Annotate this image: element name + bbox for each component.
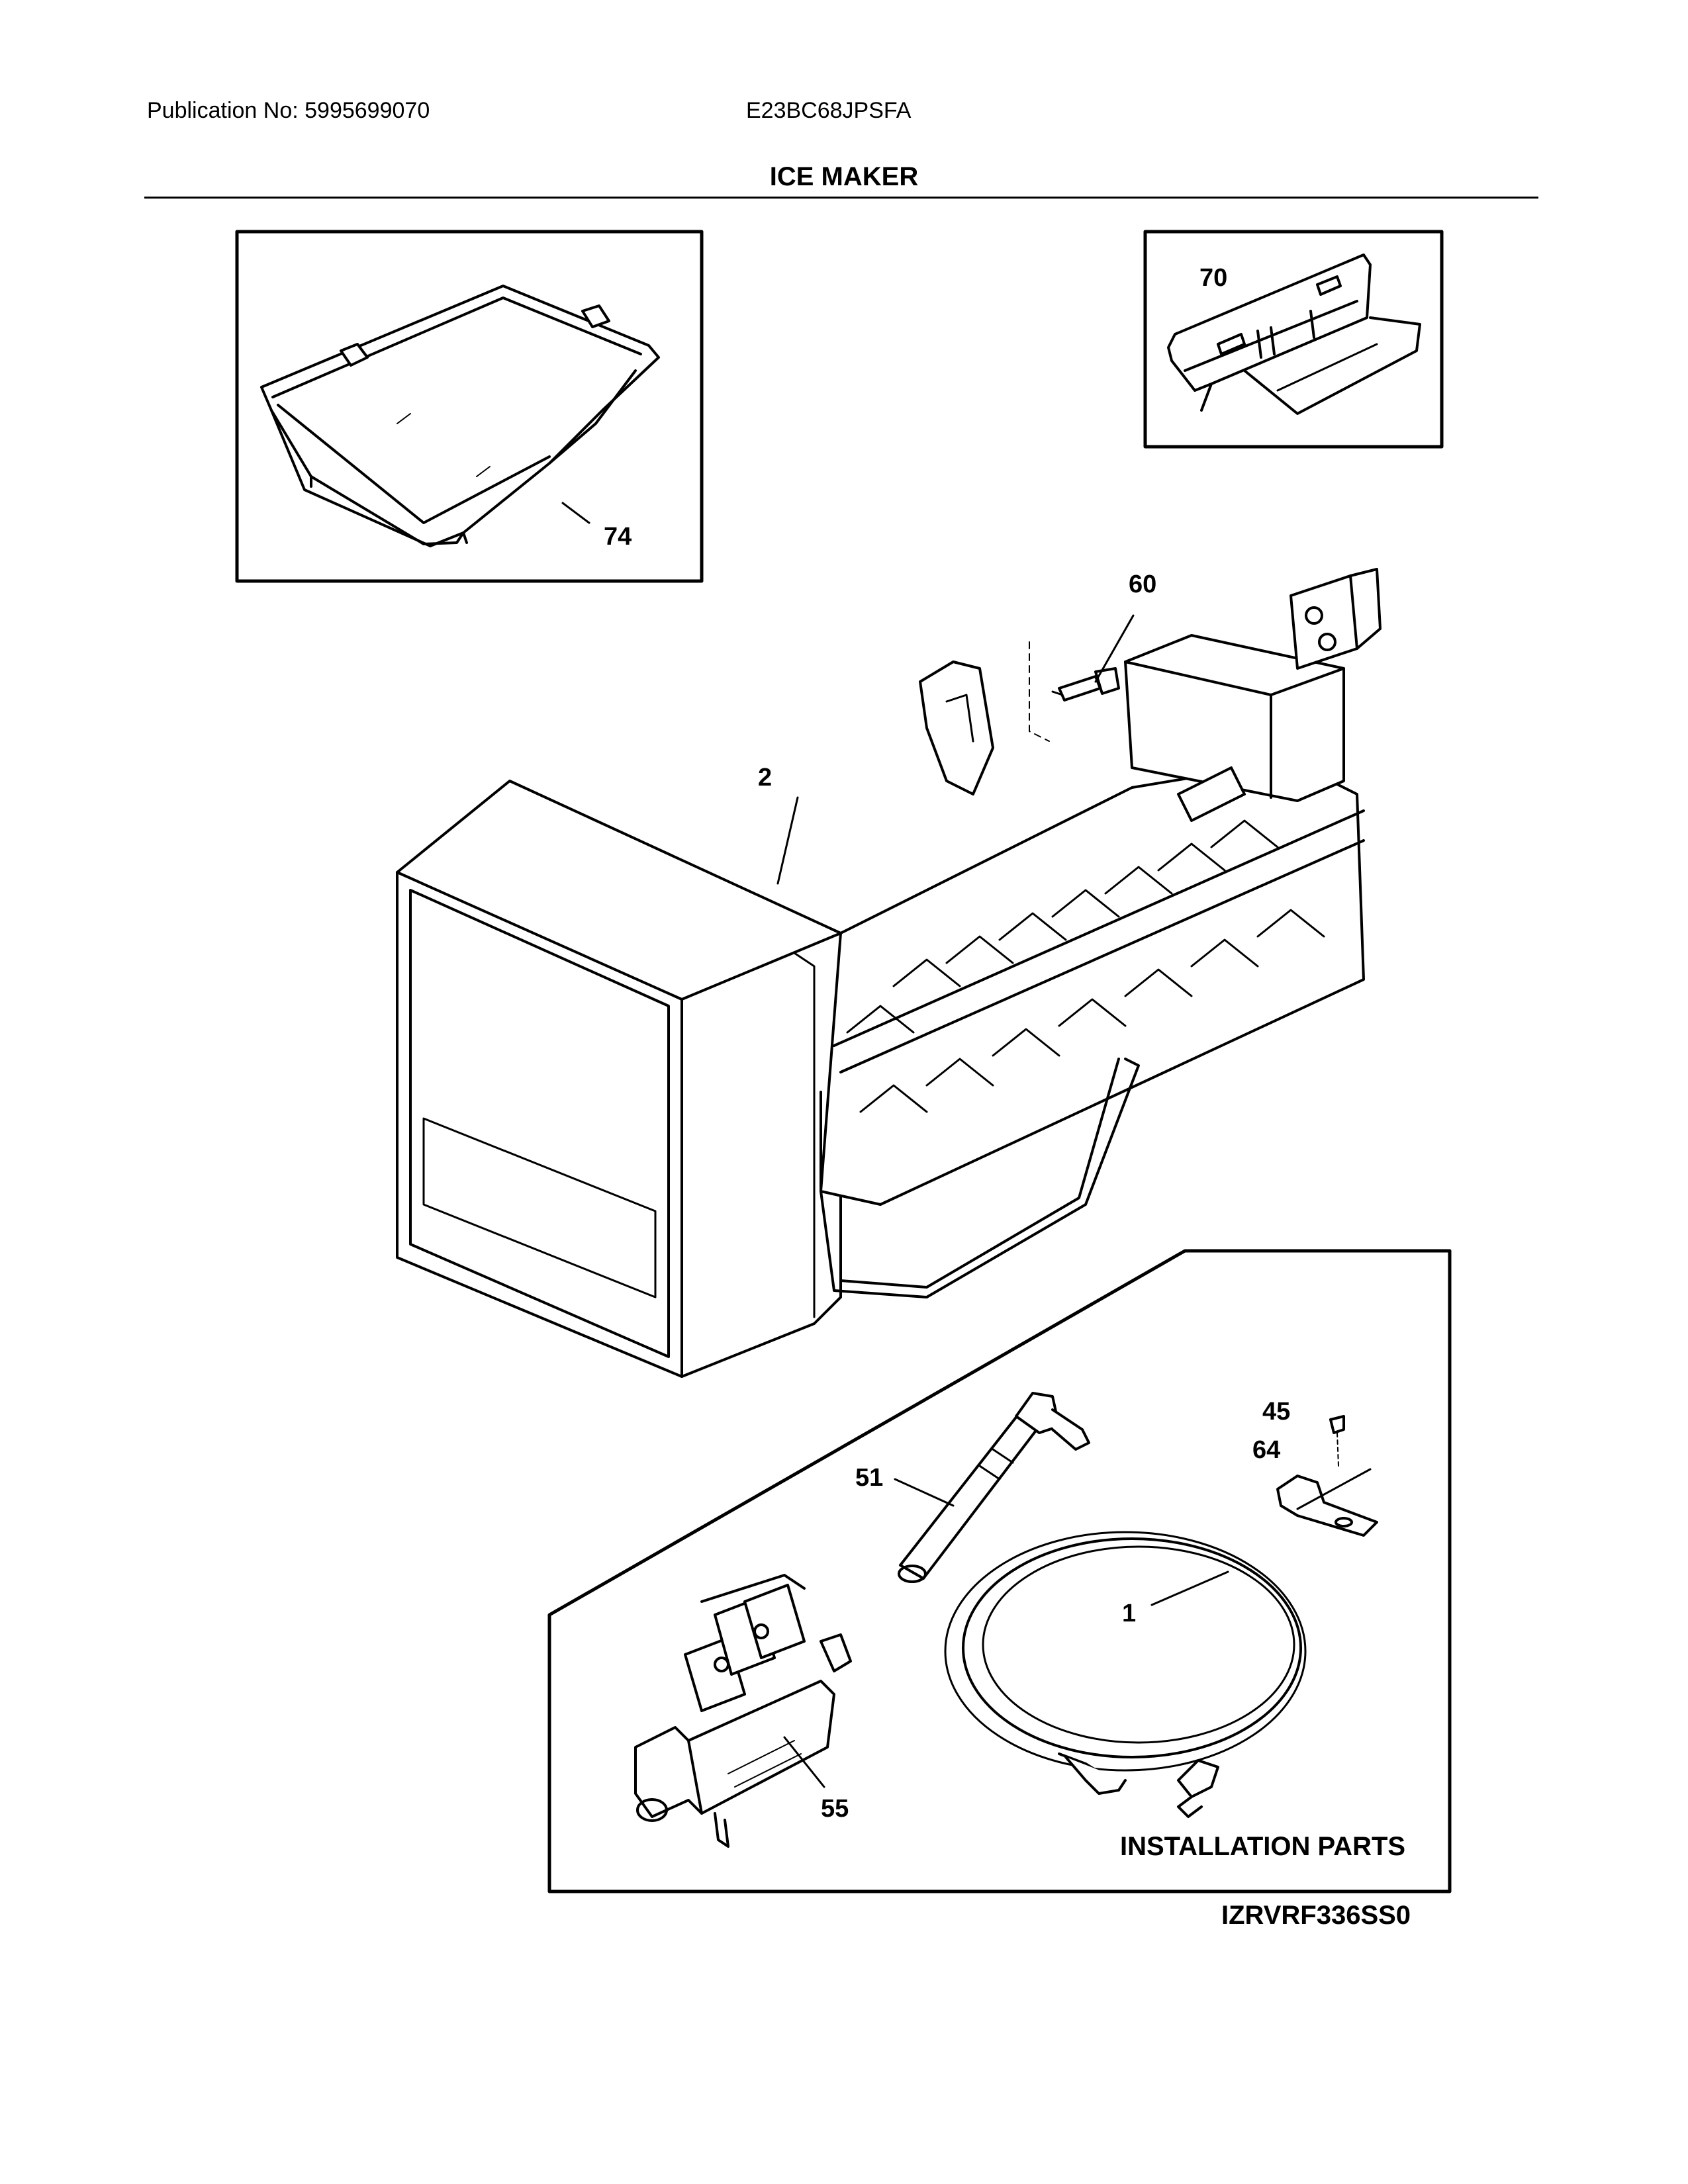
- ice-bucket-drawing: [260, 285, 660, 547]
- callout-45: 45: [1262, 1398, 1290, 1426]
- installation-parts-panel: [547, 1249, 1452, 1893]
- water-line-1-drawing: [944, 1531, 1307, 1818]
- callout-1: 1: [1122, 1600, 1136, 1627]
- drawing-number: IZRVRF336SS0: [1221, 1901, 1411, 1930]
- clamp-64-drawing: [1276, 1415, 1378, 1537]
- header-rule: [144, 197, 1538, 199]
- callout-74: 74: [604, 523, 632, 551]
- page-title: ICE MAKER: [769, 162, 919, 191]
- callout-51: 51: [855, 1464, 883, 1492]
- model-number: E23BC68JPSFA: [746, 98, 912, 123]
- callout-64: 64: [1252, 1436, 1280, 1464]
- leader-2: [776, 796, 799, 885]
- callout-55: 55: [821, 1795, 849, 1823]
- leader-51: [894, 1478, 955, 1507]
- leader-1: [1150, 1570, 1229, 1606]
- ice-bucket-panel: [235, 230, 704, 583]
- screw-60-drawing: [1029, 641, 1120, 742]
- publication-number: Publication No: 5995699070: [147, 98, 430, 123]
- leader-55: [783, 1736, 825, 1788]
- installation-parts-label: INSTALLATION PARTS: [1120, 1832, 1406, 1861]
- bracket-panel: [1143, 230, 1444, 449]
- callout-60: 60: [1129, 570, 1156, 598]
- water-valve-55-drawing: [634, 1574, 852, 1848]
- callout-2: 2: [758, 764, 772, 792]
- ice-maker-assembly-drawing: [396, 568, 1382, 1378]
- fill-tube-51-drawing: [898, 1392, 1090, 1583]
- mounting-bracket-drawing: [1167, 253, 1421, 415]
- callout-70: 70: [1199, 264, 1227, 292]
- leader-60: [1094, 614, 1135, 683]
